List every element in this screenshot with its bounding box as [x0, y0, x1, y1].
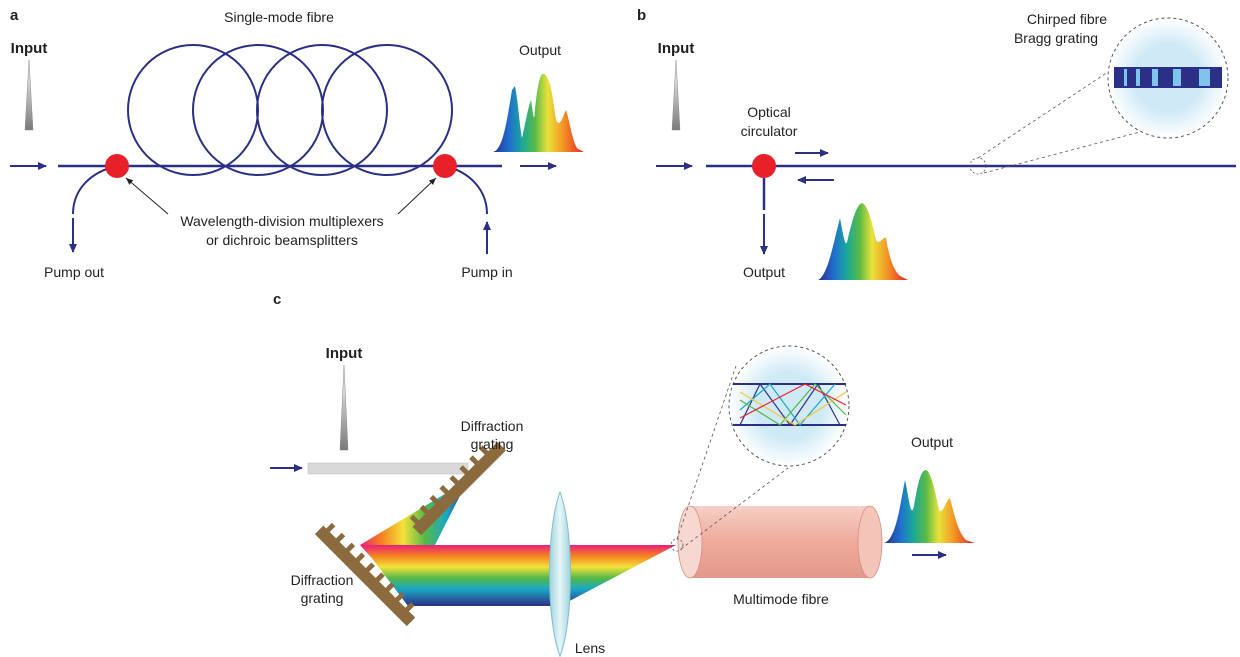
bragg-zoom-line-bottom: [983, 131, 1141, 174]
pump-in-label: Pump in: [461, 264, 512, 280]
fibre-coil: [127, 44, 453, 176]
panel-b-output-label: Output: [743, 264, 785, 280]
panel-c: c Input: [270, 291, 975, 657]
grating-1-label-line1: Diffraction: [461, 418, 524, 434]
circulator-label-line2: circulator: [741, 123, 798, 139]
panel-a-tag: a: [10, 7, 19, 24]
wdm-left-node: [105, 154, 129, 178]
panel-c-input-label: Input: [326, 345, 363, 362]
fibre-magnifier: [728, 345, 850, 467]
panel-a-input-pulse: [24, 59, 34, 131]
panel-a-output-spectrum: [493, 73, 584, 152]
bragg-grating-lines: [1124, 69, 1210, 86]
grating-2-label-line1: Diffraction: [291, 572, 354, 588]
modal-rays: [733, 382, 847, 427]
multimode-fibre-face: [677, 505, 703, 579]
multimode-fibre-end: [857, 505, 883, 579]
panel-c-output-label: Output: [911, 434, 953, 450]
panel-a: a Single-mode fibre Input Wavelength-div…: [10, 7, 584, 280]
single-mode-fibre-label: Single-mode fibre: [224, 9, 334, 25]
fibre-zoom-spot: [670, 538, 684, 552]
panel-a-input-label: Input: [11, 40, 48, 57]
lens-label: Lens: [575, 640, 605, 656]
diffraction-grating-1: [409, 441, 506, 536]
bragg-zoom-spot: [969, 157, 987, 175]
multimode-fibre-body: [690, 506, 870, 578]
panel-c-input-pulse: [339, 364, 349, 451]
bragg-grating-bar: [1114, 67, 1222, 88]
panel-b-tag: b: [637, 7, 646, 24]
fibre-zoom-line-left: [676, 365, 737, 540]
wdm-right-node: [433, 154, 457, 178]
panel-b: b Input Optical circulator Output Chirpe…: [637, 7, 1236, 280]
panel-b-input-label: Input: [658, 40, 695, 57]
grating-1-label-line2: grating: [471, 436, 514, 452]
wdm-pointer-right: [397, 177, 437, 215]
wdm-label-line1: Wavelength-division multiplexers: [180, 213, 383, 229]
grating-2-label-line2: grating: [301, 590, 344, 606]
wdm-pointer-left: [125, 177, 169, 215]
pump-out-label: Pump out: [44, 264, 104, 280]
circulator-label-line1: Optical: [747, 104, 791, 120]
panel-c-tag: c: [273, 291, 281, 308]
rainbow-beam: [362, 545, 560, 606]
bragg-label-line1: Chirped fibre: [1027, 11, 1107, 27]
lens: [549, 490, 571, 657]
panel-a-output-label: Output: [519, 42, 561, 58]
input-beam: [307, 462, 469, 475]
panel-c-output-spectrum: [884, 470, 975, 543]
fibre-zoom-line-right: [680, 467, 789, 550]
multimode-fibre-label: Multimode fibre: [733, 591, 829, 607]
panel-b-output-spectrum: [818, 203, 908, 280]
diffraction-grating-2: [314, 522, 416, 627]
focused-beam: [560, 545, 676, 606]
wdm-label-line2: or dichroic beamsplitters: [206, 232, 358, 248]
bragg-label-line2: Bragg grating: [1014, 30, 1098, 46]
circulator-node: [752, 154, 776, 178]
panel-b-input-pulse: [671, 59, 681, 131]
bragg-zoom-line-top: [977, 69, 1112, 159]
